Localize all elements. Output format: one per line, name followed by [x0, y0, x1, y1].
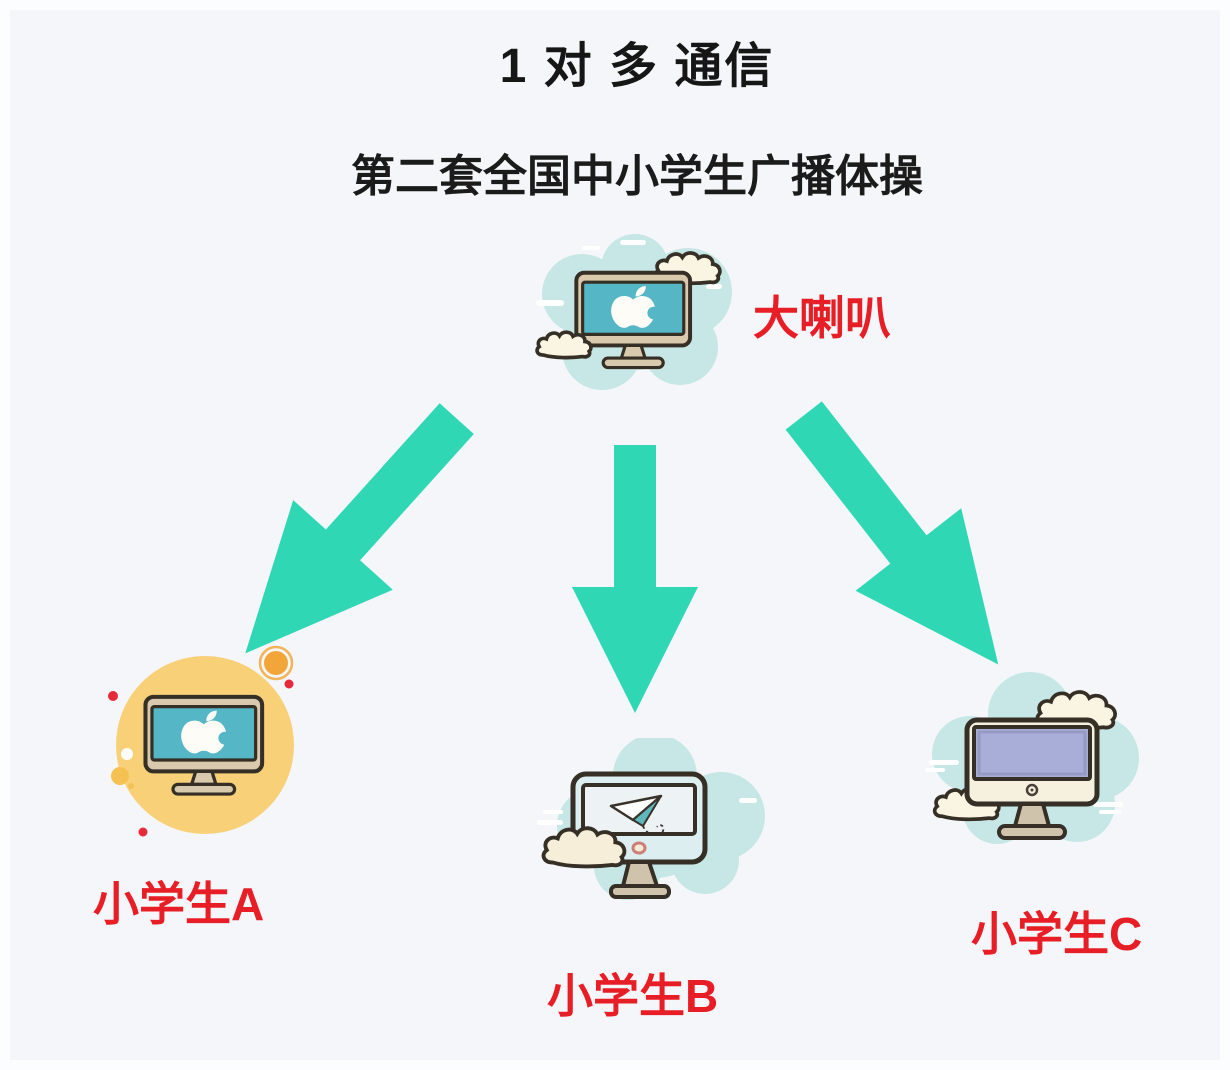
arrow-down-right-icon	[785, 401, 999, 665]
arrow-to-student-a	[188, 367, 514, 705]
imac-blank-screen-icon	[964, 717, 1100, 840]
speed-dashes	[536, 240, 722, 306]
cloud-icon	[535, 330, 593, 360]
student-a-computer-icon	[108, 645, 294, 837]
arrow-down-left-icon	[245, 403, 474, 654]
speed-dashes	[925, 760, 1123, 814]
power-button	[631, 841, 647, 855]
arrow-to-student-c	[743, 368, 1058, 713]
student-c-computer-icon	[925, 672, 1139, 844]
speed-dashes	[537, 798, 757, 825]
broadcaster-computer-icon	[535, 234, 732, 390]
page-title: 1 对 多 通信	[499, 40, 775, 93]
confetti-dots	[108, 645, 294, 837]
student-b-label: 小学生B	[547, 970, 719, 1022]
student-a-label: 小学生A	[93, 878, 265, 930]
cloud-icon	[541, 826, 627, 869]
student-c-label: 小学生C	[971, 908, 1143, 960]
page-subtitle: 第二套全国中小学生广播体操	[351, 152, 923, 201]
arrow-to-student-b	[572, 445, 698, 713]
broadcaster-label: 大喇叭	[753, 292, 891, 344]
student-b-computer-icon	[537, 738, 765, 900]
